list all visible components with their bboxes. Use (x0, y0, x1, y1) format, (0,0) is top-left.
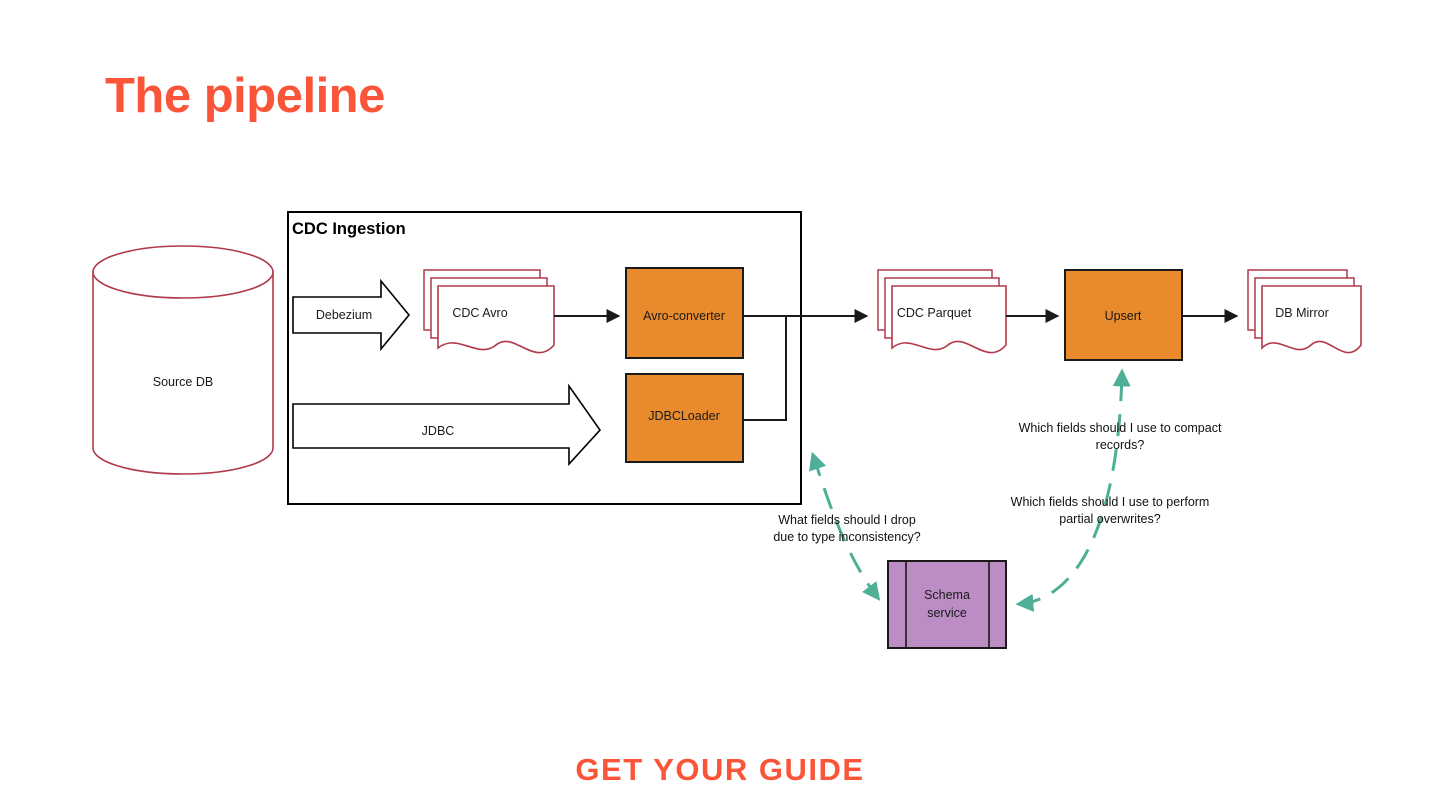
schema-service-label-line2: service (927, 606, 967, 620)
debezium-block-arrow (292, 278, 411, 352)
upsert-label: Upsert (1105, 309, 1142, 323)
node-cdc-parquet[interactable]: CDC Parquet (877, 269, 1007, 354)
page-title: The pipeline (105, 69, 385, 123)
avro-converter-label: Avro-converter (643, 309, 725, 323)
node-avro-converter[interactable]: Avro-converter (625, 267, 744, 359)
annotation-compact-records: Which fields should I use to compact rec… (1019, 421, 1222, 452)
node-source-db[interactable]: Source DB (92, 245, 274, 475)
group-cdc-ingestion-label: CDC Ingestion (292, 220, 406, 238)
source-db-label: Source DB (153, 375, 213, 389)
node-upsert[interactable]: Upsert (1064, 269, 1183, 361)
debezium-label: Debezium (316, 308, 372, 322)
cdc-avro-sheet-front (437, 285, 555, 354)
annotation-compact-records-line2: records? (1096, 438, 1145, 452)
brand-logo: GET YOUR GUIDE (575, 752, 865, 787)
cdc-parquet-sheet-front (891, 285, 1007, 354)
db-mirror-sheet-front (1261, 285, 1362, 354)
annotation-partial-overwrites-line1: Which fields should I use to perform (1011, 495, 1210, 509)
node-jdbc-loader[interactable]: JDBCLoader (625, 373, 744, 463)
source-db-top (92, 245, 274, 299)
annotation-drop-fields-line2: due to type inconsistency? (773, 530, 920, 544)
edge-jdbc: JDBC (292, 383, 602, 467)
node-cdc-avro[interactable]: CDC Avro (423, 269, 555, 354)
db-mirror-label: DB Mirror (1275, 306, 1328, 320)
node-db-mirror[interactable]: DB Mirror (1247, 269, 1362, 354)
annotation-drop-fields: What fields should I drop due to type in… (773, 513, 920, 544)
annotation-partial-overwrites: Which fields should I use to perform par… (1011, 495, 1210, 526)
node-schema-service[interactable]: Schema service (887, 560, 1007, 649)
edge-debezium: Debezium (292, 278, 411, 352)
cdc-avro-label: CDC Avro (452, 306, 507, 320)
jdbc-loader-box (625, 373, 744, 463)
annotation-compact-records-line1: Which fields should I use to compact (1019, 421, 1222, 435)
schema-service-label-line1: Schema (924, 588, 970, 602)
source-db-body (92, 271, 274, 475)
annotation-partial-overwrites-line2: partial overwrites? (1059, 512, 1160, 526)
jdbc-loader-label: JDBCLoader (648, 409, 720, 423)
edge-jdbcloader-join (743, 316, 787, 421)
avro-converter-box (625, 267, 744, 359)
upsert-box (1064, 269, 1183, 361)
connector-schema-to-upsert (1015, 368, 1131, 612)
connector-cdc-to-schema (809, 451, 881, 601)
schema-service-box (887, 560, 1007, 649)
jdbc-label: JDBC (422, 424, 455, 438)
cdc-parquet-label: CDC Parquet (897, 306, 972, 320)
annotation-drop-fields-line1: What fields should I drop (778, 513, 916, 527)
jdbc-block-arrow (292, 383, 602, 467)
edge-converters-to-parquet (743, 309, 869, 421)
